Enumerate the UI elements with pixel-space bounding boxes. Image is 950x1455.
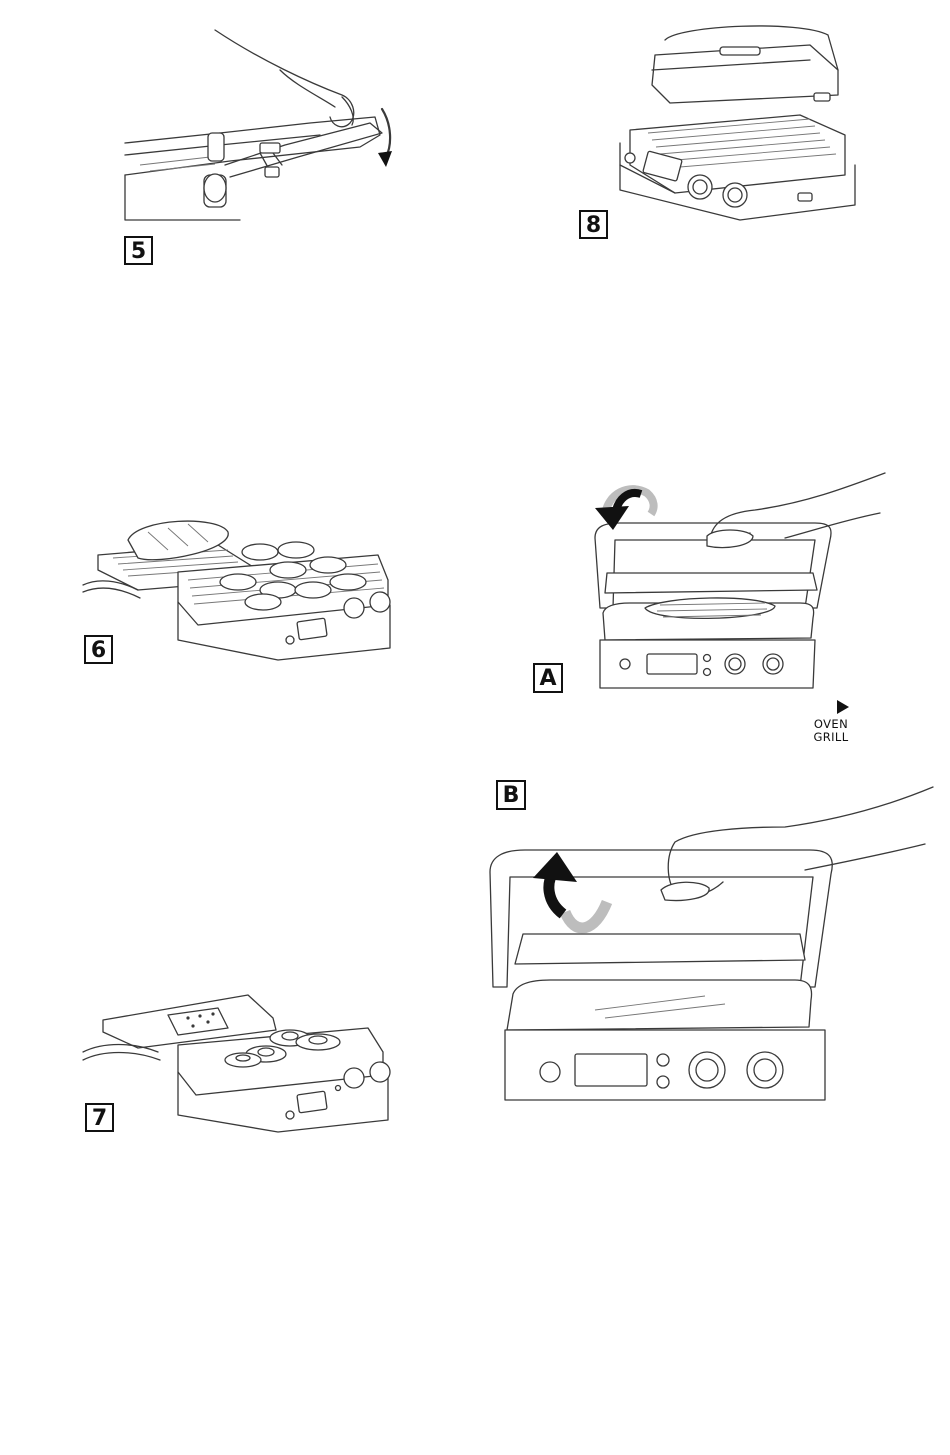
closing-lid-panini-drawing xyxy=(585,468,885,693)
figure-7-label: 7 xyxy=(85,1103,114,1132)
setting-grill-text: GRILL xyxy=(806,731,856,744)
figure-6-illustration xyxy=(78,510,398,670)
opening-lid-drawing xyxy=(485,782,935,1102)
grill-lid-closing-drawing xyxy=(120,25,420,230)
play-icon xyxy=(837,700,849,714)
grill-plate-removal-drawing xyxy=(600,15,860,240)
figure-b-illustration xyxy=(485,782,935,1102)
figure-5-illustration xyxy=(120,25,420,230)
open-griddle-with-eggs-drawing xyxy=(78,990,398,1135)
figure-a-label: A xyxy=(533,663,563,693)
figure-6-label: 6 xyxy=(84,635,113,664)
figure-8-illustration xyxy=(600,15,860,240)
figure-5-label: 5 xyxy=(124,236,153,265)
oven-grill-setting-indicator: OVEN GRILL xyxy=(806,700,856,744)
figure-7-illustration xyxy=(78,990,398,1135)
open-grill-with-food-drawing xyxy=(78,510,398,670)
figure-a-illustration xyxy=(585,468,885,693)
figure-8-label: 8 xyxy=(579,210,608,239)
